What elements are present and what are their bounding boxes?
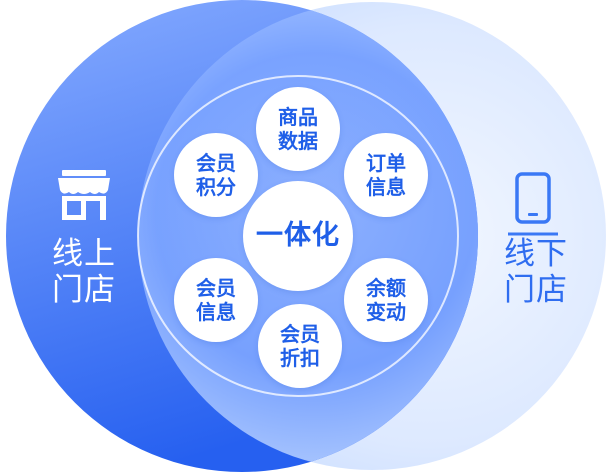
inner-ring — [137, 75, 459, 397]
node-label-line1: 会员 — [280, 322, 320, 346]
online-store-label: 线上 门店 — [44, 236, 124, 308]
node-label-line1: 会员 — [196, 151, 236, 175]
node-balance-change: 余额 变动 — [344, 258, 428, 342]
offline-store-label: 线下 门店 — [496, 236, 576, 308]
node-label-line1: 订单 — [366, 151, 406, 175]
node-member-info: 会员 信息 — [174, 258, 258, 342]
online-store-line1: 线上 — [52, 236, 116, 272]
node-label-line2: 数据 — [278, 129, 318, 153]
offline-store-line1: 线下 — [504, 236, 568, 272]
mobile-phone-icon — [515, 172, 551, 224]
node-label-line1: 商品 — [278, 105, 318, 129]
online-store-line2: 门店 — [52, 272, 116, 308]
node-label-line2: 信息 — [196, 300, 236, 324]
node-label-line2: 信息 — [366, 175, 406, 199]
node-order-info: 订单 信息 — [344, 133, 428, 217]
center-node: 一体化 — [243, 181, 353, 291]
node-member-discount: 会员 折扣 — [258, 304, 342, 388]
node-label-line2: 变动 — [366, 300, 406, 324]
node-label-line1: 余额 — [366, 276, 406, 300]
node-label-line2: 折扣 — [280, 346, 320, 370]
offline-store-line2: 门店 — [504, 272, 568, 308]
storefront-icon — [58, 170, 110, 220]
node-product-data: 商品 数据 — [256, 87, 340, 171]
node-label-line2: 积分 — [196, 175, 236, 199]
node-label-line1: 会员 — [196, 276, 236, 300]
overlap-region — [138, 2, 478, 470]
center-label: 一体化 — [256, 220, 340, 251]
node-member-points: 会员 积分 — [174, 133, 258, 217]
